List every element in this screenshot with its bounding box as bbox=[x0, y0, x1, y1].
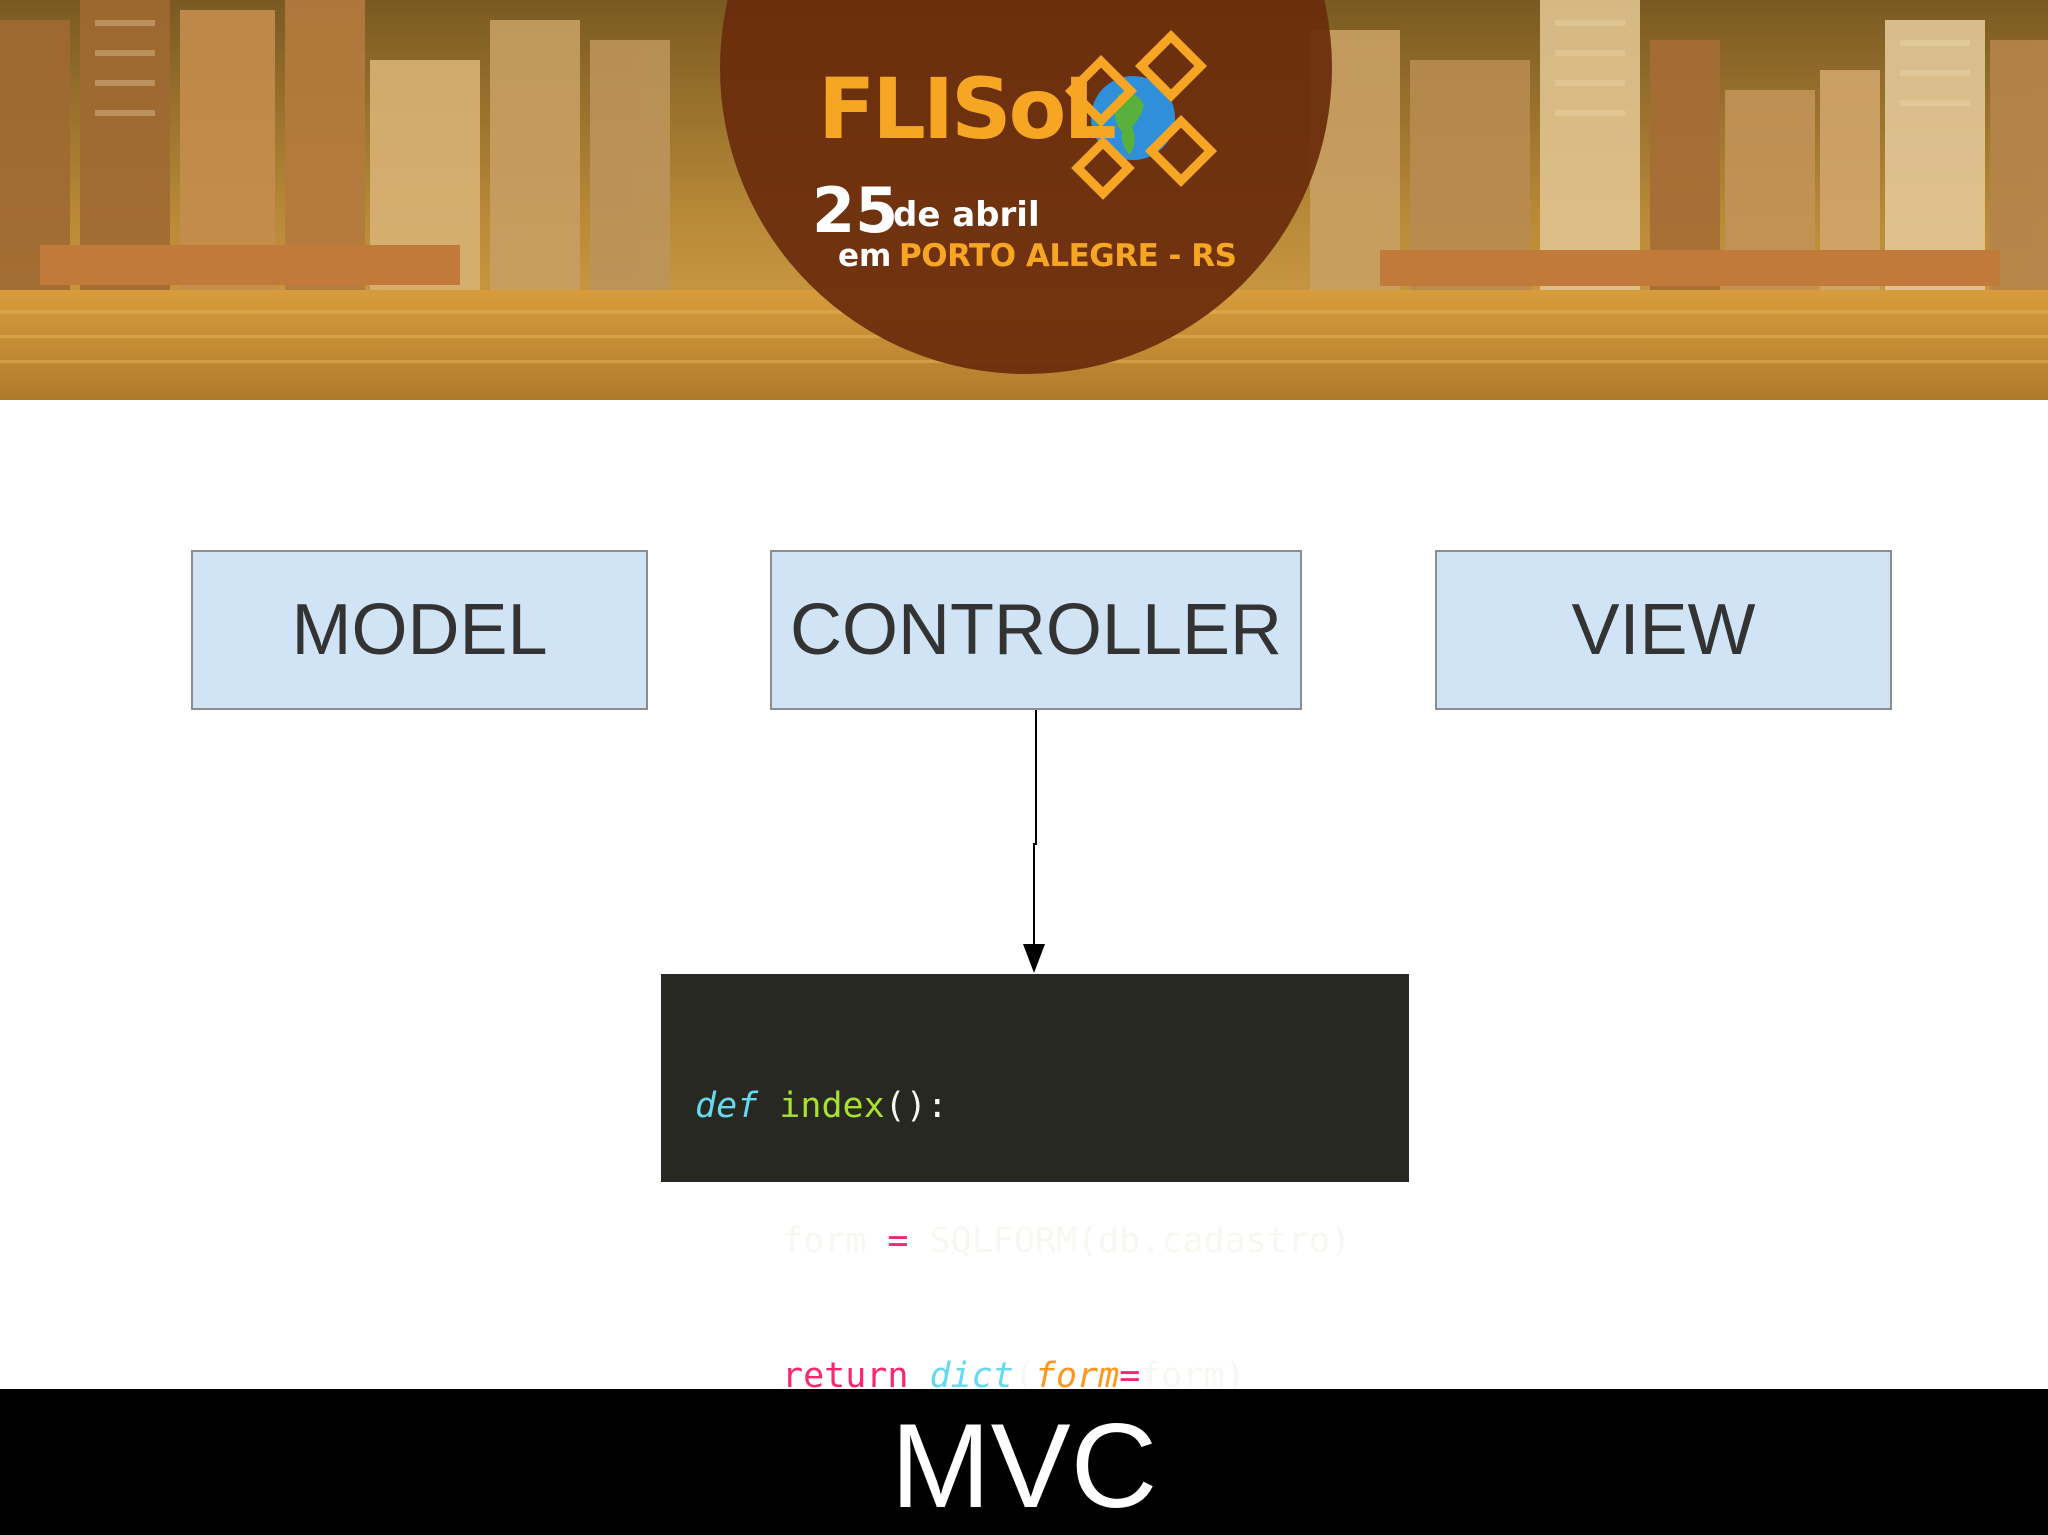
view-label: VIEW bbox=[1571, 590, 1756, 670]
footer-bar: MVC bbox=[0, 1389, 2048, 1535]
slide-title: MVC bbox=[890, 1399, 1158, 1533]
code-function-sig: (): bbox=[884, 1086, 948, 1126]
event-location-prefix: em bbox=[838, 238, 892, 274]
event-location: PORTO ALEGRE - RS bbox=[899, 238, 1237, 274]
code-operator-eq: = bbox=[887, 1221, 909, 1261]
controller-label: CONTROLLER bbox=[789, 590, 1283, 670]
code-paren-close: ) bbox=[1224, 1356, 1246, 1396]
city-skyline-image bbox=[0, 0, 2048, 400]
code-sqlform-call: SQLFORM(db.cadastro) bbox=[929, 1221, 1351, 1261]
code-line-2: form = SQLFORM(db.cadastro) bbox=[695, 1219, 1375, 1264]
logo-text: FLISoL bbox=[818, 60, 1117, 158]
globe-icon bbox=[1091, 76, 1175, 160]
event-month: de abril bbox=[893, 195, 1040, 235]
code-keyword-def: def bbox=[695, 1086, 759, 1126]
code-paren-open: ( bbox=[1013, 1356, 1035, 1396]
model-box: MODEL bbox=[191, 550, 648, 710]
code-var-form: form bbox=[782, 1221, 867, 1261]
code-function-name: index bbox=[779, 1086, 885, 1126]
logo-ornament-icon bbox=[1064, 29, 1218, 200]
code-line-1: def index(): bbox=[695, 1084, 1375, 1129]
arrowhead-icon bbox=[1023, 944, 1045, 973]
code-arg-eq: = bbox=[1119, 1356, 1141, 1396]
view-box: VIEW bbox=[1435, 550, 1892, 710]
code-snippet: def index(): form = SQLFORM(db.cadastro)… bbox=[661, 974, 1409, 1396]
banner: FLISoL 25 de abril em PORTO ALEGRE - RS bbox=[0, 0, 2048, 400]
model-label: MODEL bbox=[291, 590, 548, 670]
controller-box: CONTROLLER bbox=[770, 550, 1302, 710]
event-day: 25 bbox=[812, 174, 899, 247]
